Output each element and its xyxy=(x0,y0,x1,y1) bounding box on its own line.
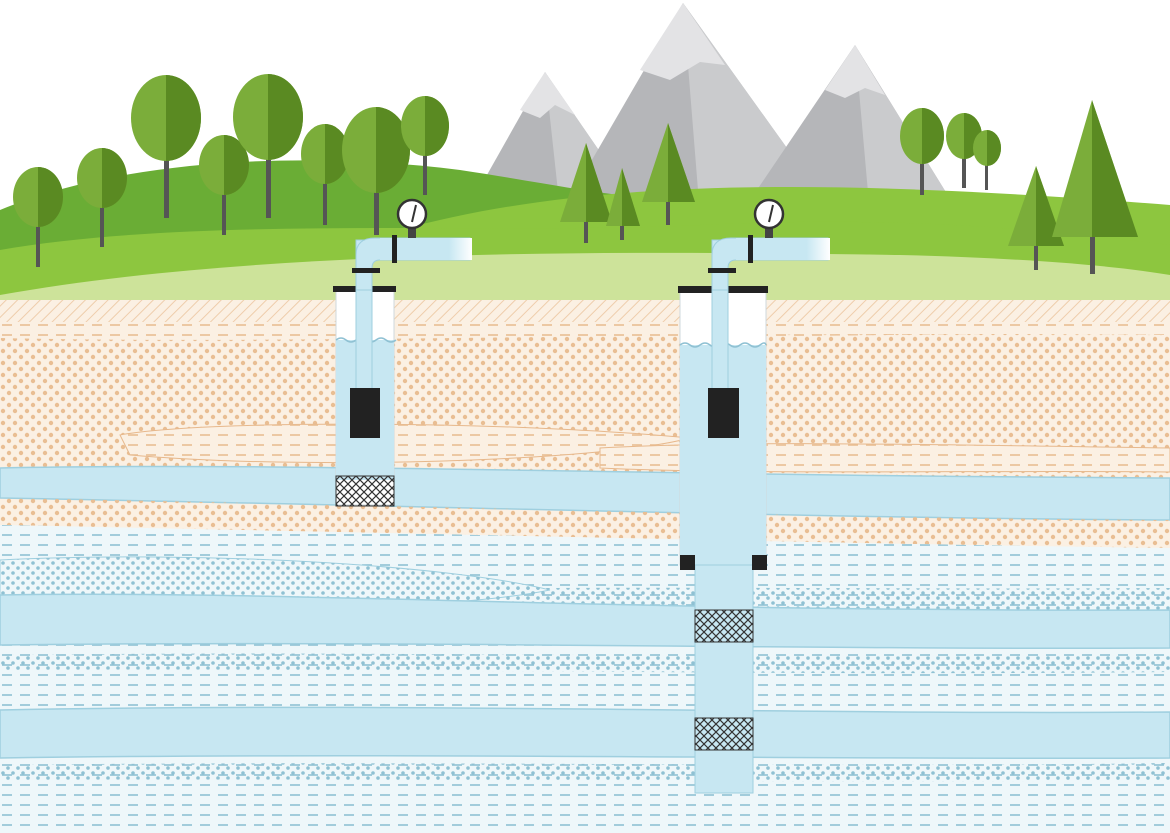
submersible-pump xyxy=(708,388,739,438)
tree-icon xyxy=(77,148,127,247)
deep-well xyxy=(678,198,830,794)
tree-icon xyxy=(973,130,1001,190)
shallow-well xyxy=(333,198,472,507)
pine-tree-icon xyxy=(1052,100,1138,274)
tree-icon xyxy=(900,108,944,195)
pine-tree-icon xyxy=(606,168,640,240)
well-screen xyxy=(694,717,754,751)
mountains xyxy=(470,3,960,215)
tree-icon xyxy=(199,135,249,235)
submersible-pump xyxy=(350,388,380,438)
well-screen xyxy=(335,475,395,507)
tree-icon xyxy=(342,107,410,235)
clay-layers xyxy=(0,525,1170,833)
pressure-gauge-icon xyxy=(753,198,785,238)
deep-aquifer-1 xyxy=(0,593,1170,650)
pine-tree-icon xyxy=(642,123,695,225)
tree-icon xyxy=(13,167,63,267)
tree-icon xyxy=(301,124,349,225)
pressure-gauge-icon xyxy=(396,198,428,238)
well-screen xyxy=(694,609,754,643)
pine-tree-icon xyxy=(560,143,612,243)
trees xyxy=(13,74,1138,274)
tree-icon xyxy=(233,74,303,218)
clay-sand-layer xyxy=(0,498,1170,548)
tree-icon xyxy=(131,75,201,218)
tree-icon xyxy=(401,96,449,195)
deep-aquifer-2 xyxy=(0,706,1170,760)
